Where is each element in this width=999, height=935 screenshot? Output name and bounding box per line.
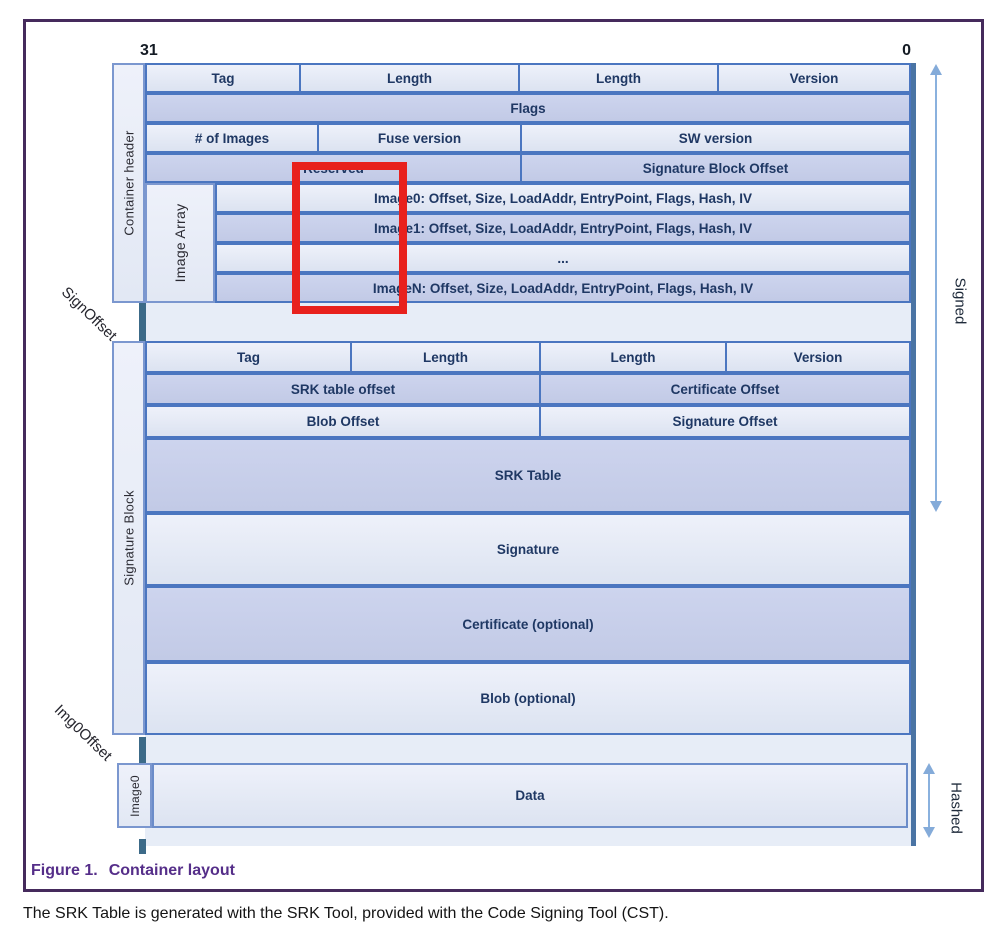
row-header-flags: Flags bbox=[145, 93, 911, 123]
figure-caption-number: Figure 1. bbox=[31, 862, 98, 879]
cell-label: Blob (optional) bbox=[480, 691, 576, 706]
cell-length-1: Length bbox=[299, 65, 518, 91]
cell-flags: Flags bbox=[147, 95, 909, 121]
signed-arrow-head-down bbox=[930, 501, 942, 512]
bit-label-lsb: 0 bbox=[902, 42, 911, 59]
row-image-ellipsis: ... bbox=[215, 243, 911, 273]
row-header-versions: # of Images Fuse version SW version bbox=[145, 123, 911, 153]
cell-label: ... bbox=[557, 250, 569, 266]
cell-label: Version bbox=[789, 70, 839, 86]
cell-label: Flags bbox=[510, 100, 546, 116]
row-sig-offsets-2: Blob Offset Signature Offset bbox=[145, 405, 911, 438]
signed-label: Signed bbox=[951, 277, 969, 325]
cell-sig-tag: Tag bbox=[147, 343, 350, 371]
cell-sig-length-1: Length bbox=[350, 343, 539, 371]
cell-sig-length-2: Length bbox=[539, 343, 725, 371]
cell-num-images: # of Images bbox=[147, 125, 317, 151]
row-header-reserved: Reserved Signature Block Offset bbox=[145, 153, 911, 183]
cell-label: Length bbox=[387, 70, 432, 86]
bit-label-msb: 31 bbox=[140, 42, 158, 59]
cell-blob: Blob (optional) bbox=[147, 664, 909, 733]
row-srk-table: SRK Table bbox=[145, 438, 911, 513]
figure-caption: Figure 1. Container layout bbox=[31, 862, 235, 880]
cell-tag: Tag bbox=[147, 65, 299, 91]
cell-srk-table: SRK Table bbox=[147, 440, 909, 511]
cell-label: Version bbox=[793, 349, 843, 365]
cell-srk-table-offset: SRK table offset bbox=[147, 375, 539, 403]
image0-label: Image0 bbox=[127, 774, 142, 817]
connector-tick-1 bbox=[139, 303, 146, 341]
cell-certificate-offset: Certificate Offset bbox=[539, 375, 909, 403]
cell-signature-block-offset: Signature Block Offset bbox=[520, 155, 909, 181]
cell-label: Data bbox=[515, 788, 545, 803]
connector-tick-2 bbox=[139, 737, 146, 763]
cell-label: ImageN: Offset, Size, LoadAddr, EntryPoi… bbox=[372, 280, 754, 296]
hashed-arrow-head-up bbox=[923, 763, 935, 774]
cell-sw-version: SW version bbox=[520, 125, 909, 151]
body-text: The SRK Table is generated with the SRK … bbox=[23, 905, 669, 922]
cell-signature: Signature bbox=[147, 515, 909, 584]
container-header-label: Container header bbox=[121, 130, 136, 236]
row-image0-descriptor: Image0: Offset, Size, LoadAddr, EntryPoi… bbox=[215, 183, 911, 213]
cell-label: Fuse version bbox=[377, 130, 462, 146]
cell-label: Length bbox=[596, 70, 641, 86]
cell-fuse-version: Fuse version bbox=[317, 125, 520, 151]
hashed-arrow-head-down bbox=[923, 827, 935, 838]
cell-label: Tag bbox=[237, 349, 260, 365]
row-blob: Blob (optional) bbox=[145, 662, 911, 735]
cell-label: Blob Offset bbox=[306, 414, 380, 429]
cell-label: Certificate (optional) bbox=[462, 616, 594, 632]
cell-version: Version bbox=[717, 65, 909, 91]
hashed-label: Hashed bbox=[947, 782, 965, 834]
cell-data: Data bbox=[154, 765, 906, 826]
cell-label: # of Images bbox=[194, 130, 270, 146]
cell-label: Tag bbox=[211, 70, 235, 86]
cell-image0-descriptor: Image0: Offset, Size, LoadAddr, EntryPoi… bbox=[217, 185, 909, 211]
hashed-arrow-line bbox=[928, 774, 930, 828]
cell-label: Length bbox=[610, 349, 656, 365]
cell-label: Signature bbox=[496, 542, 560, 557]
row-data: Data bbox=[152, 763, 908, 828]
row-sig-offsets-1: SRK table offset Certificate Offset bbox=[145, 373, 911, 405]
signature-block-label: Signature Block bbox=[121, 490, 136, 586]
section-column-signature-block: Signature Block bbox=[112, 341, 145, 735]
cell-image1-descriptor: Image1: Offset, Size, LoadAddr, EntryPoi… bbox=[217, 215, 909, 241]
cell-image-ellipsis: ... bbox=[217, 245, 909, 271]
figure-frame bbox=[23, 19, 984, 892]
cell-label: Signature Offset bbox=[672, 414, 778, 429]
cell-imageN-descriptor: ImageN: Offset, Size, LoadAddr, EntryPoi… bbox=[217, 275, 909, 301]
cell-length-2: Length bbox=[518, 65, 717, 91]
highlight-rectangle bbox=[292, 162, 407, 314]
cell-label: Image1: Offset, Size, LoadAddr, EntryPoi… bbox=[373, 220, 753, 236]
row-signature: Signature bbox=[145, 513, 911, 586]
row-image1-descriptor: Image1: Offset, Size, LoadAddr, EntryPoi… bbox=[215, 213, 911, 243]
signed-arrow-head-up bbox=[930, 64, 942, 75]
cell-certificate: Certificate (optional) bbox=[147, 588, 909, 660]
cell-label: SW version bbox=[678, 130, 753, 146]
row-sig-tag: Tag Length Length Version bbox=[145, 341, 911, 373]
image-array-label: Image Array bbox=[172, 203, 188, 283]
cell-label: Certificate Offset bbox=[670, 381, 780, 397]
cell-signature-offset: Signature Offset bbox=[539, 407, 909, 436]
signed-arrow-line bbox=[935, 75, 937, 502]
section-column-image0: Image0 bbox=[117, 763, 152, 828]
connector-tick-3 bbox=[139, 839, 146, 854]
figure-caption-title: Container layout bbox=[108, 862, 235, 879]
cell-blob-offset: Blob Offset bbox=[147, 407, 539, 436]
row-imageN-descriptor: ImageN: Offset, Size, LoadAddr, EntryPoi… bbox=[215, 273, 911, 303]
cell-label: SRK table offset bbox=[290, 381, 396, 397]
cell-label: Signature Block Offset bbox=[642, 160, 789, 176]
section-column-image-array: Image Array bbox=[145, 183, 215, 303]
cell-label: SRK Table bbox=[494, 468, 562, 483]
row-certificate: Certificate (optional) bbox=[145, 586, 911, 662]
row-header-tag: Tag Length Length Version bbox=[145, 63, 911, 93]
cell-label: Length bbox=[423, 349, 468, 365]
cell-sig-version: Version bbox=[725, 343, 909, 371]
cell-label: Image0: Offset, Size, LoadAddr, EntryPoi… bbox=[373, 190, 753, 206]
section-column-container-header: Container header bbox=[112, 63, 145, 303]
